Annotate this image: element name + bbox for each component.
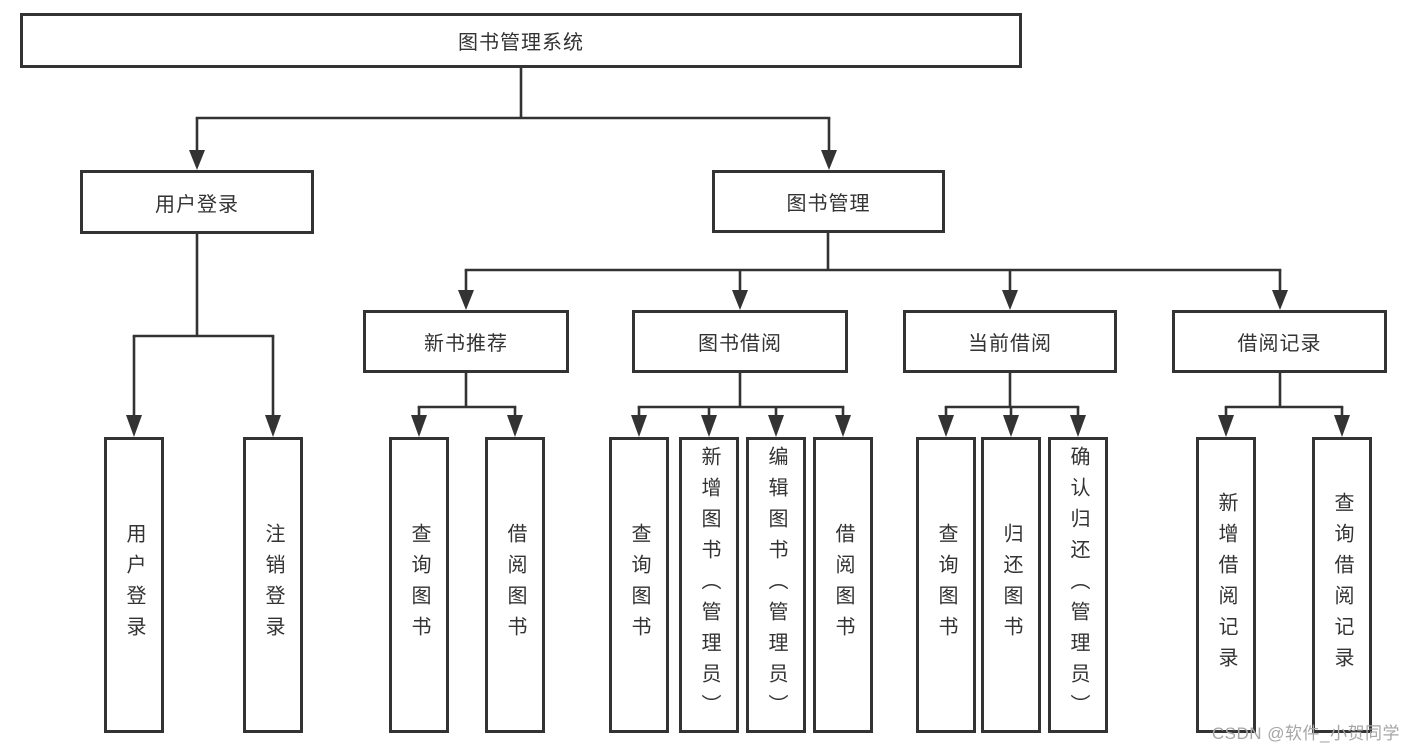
node-label: 编辑图书（管理员） [765,445,787,725]
leaf-query-books-recommend: 查询图书 [389,437,449,733]
node-current-borrow: 当前借阅 [903,310,1117,373]
connector-book-borrow-to-leaves [631,373,851,437]
arrow-down-icon [265,415,281,437]
csdn-watermark: CSDN @软件_小贺同学 [1211,724,1400,743]
connector-book-management-to-level3 [458,233,1288,310]
node-label: 新书推荐 [424,333,508,355]
arrow-down-icon [1002,290,1018,310]
leaf-return-books: 归还图书 [981,437,1041,733]
leaf-logout: 注销登录 [243,437,303,733]
arrow-down-icon [938,415,954,437]
arrow-down-icon [1272,290,1288,310]
node-user-login: 用户登录 [80,170,314,234]
arrow-down-icon [821,150,837,170]
arrow-down-icon [411,415,427,437]
node-borrow-records: 借阅记录 [1172,310,1387,373]
arrow-down-icon [732,290,748,310]
connector-new-book-recommend-to-leaves [411,373,523,437]
arrow-down-icon [1334,415,1350,437]
arrow-down-icon [1070,415,1086,437]
node-label: 新增图书（管理员） [698,445,720,725]
node-label: 归还图书 [1000,523,1022,647]
arrow-down-icon [126,415,142,437]
node-label: 新增借阅记录 [1215,492,1237,678]
node-label: 查询借阅记录 [1331,492,1353,678]
connector-root-to-level2 [189,68,837,170]
leaf-query-books-borrow: 查询图书 [609,437,669,733]
node-label: 图书借阅 [698,333,782,355]
leaf-query-books-current: 查询图书 [916,437,976,733]
node-label: 借阅图书 [504,523,526,647]
arrow-down-icon [835,415,851,437]
node-label: 图书管理 [786,193,871,215]
connector-borrow-records-to-leaves [1218,373,1350,437]
leaf-add-borrow-record: 新增借阅记录 [1196,437,1256,733]
node-label: 查询图书 [628,523,650,647]
arrow-down-icon [1218,415,1234,437]
node-label: 借阅记录 [1237,333,1322,355]
node-label: 用户登录 [123,523,145,647]
node-label: 确认归还（管理员） [1067,445,1089,725]
arrow-down-icon [189,150,205,170]
node-new-book-recommend: 新书推荐 [363,310,569,373]
arrow-down-icon [507,415,523,437]
leaf-borrow-books: 借阅图书 [813,437,873,733]
leaf-edit-books-admin: 编辑图书（管理员） [746,437,806,733]
node-label: 借阅图书 [832,523,854,647]
arrow-down-icon [631,415,647,437]
node-label: 注销登录 [262,523,284,647]
node-label: 查询图书 [408,523,430,647]
connector-user-login-to-leaves [126,234,281,437]
arrow-down-icon [768,415,784,437]
arrow-down-icon [458,290,474,310]
node-label: 查询图书 [935,523,957,647]
arrow-down-icon [1003,415,1019,437]
leaf-user-login: 用户登录 [104,437,164,733]
node-book-borrow: 图书借阅 [632,310,848,373]
leaf-query-borrow-record: 查询借阅记录 [1312,437,1372,733]
node-label: 用户登录 [155,193,239,216]
node-label: 图书管理系统 [458,32,584,54]
leaf-confirm-return-admin: 确认归还（管理员） [1048,437,1108,733]
arrow-down-icon [701,415,717,437]
leaf-borrow-books-recommend: 借阅图书 [485,437,545,733]
node-book-management: 图书管理 [712,170,945,233]
node-library-management-system: 图书管理系统 [20,13,1022,68]
connector-current-borrow-to-leaves [938,373,1086,437]
leaf-add-books-admin: 新增图书（管理员） [679,437,739,733]
node-label: 当前借阅 [968,333,1052,355]
